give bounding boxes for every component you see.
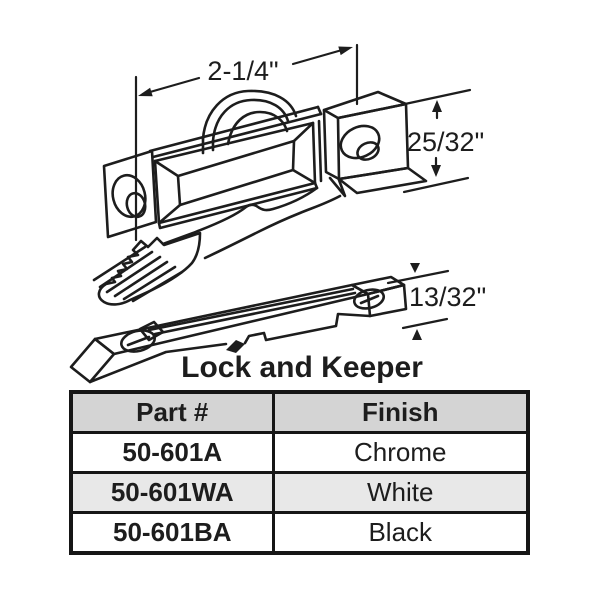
part-number-cell: 50-601WA	[69, 471, 275, 514]
dimension-lock-height: 25/32"	[402, 88, 484, 194]
part-number-cell: 50-601A	[69, 431, 275, 474]
table-header-row: Part # Finish	[69, 390, 530, 434]
lock-serrated-cam	[92, 231, 202, 306]
keeper-notch	[226, 340, 245, 353]
sash-lock-drawing	[92, 89, 428, 306]
finish-cell: Black	[271, 511, 530, 555]
column-header-part: Part #	[69, 390, 275, 434]
diagram-caption: Lock and Keeper	[181, 351, 423, 384]
column-header-finish: Finish	[271, 390, 530, 434]
dim-keeper-height-label: 13/32"	[409, 282, 486, 312]
dimension-width: 2-1/4"	[134, 43, 359, 242]
keeper-screw-right	[352, 288, 386, 310]
keeper-drawing	[69, 275, 408, 384]
lock-left-ear	[102, 149, 158, 239]
dim-lock-height-label: 25/32"	[407, 127, 484, 157]
finish-cell: White	[271, 471, 530, 514]
table-row: 50-601BA Black	[69, 511, 530, 555]
lock-handle-arch	[201, 89, 298, 155]
keeper-screw-left	[120, 329, 156, 353]
table-row: 50-601A Chrome	[69, 431, 530, 474]
part-number-cell: 50-601BA	[69, 511, 275, 555]
parts-table: Part # Finish 50-601A Chrome 50-601WA Wh…	[69, 390, 530, 555]
lock-latch-lever	[161, 186, 342, 260]
table-row: 50-601WA White	[69, 471, 530, 514]
dim-width-label: 2-1/4"	[207, 56, 278, 86]
dimension-keeper-height: 13/32"	[386, 263, 486, 340]
finish-cell: Chrome	[271, 431, 530, 474]
